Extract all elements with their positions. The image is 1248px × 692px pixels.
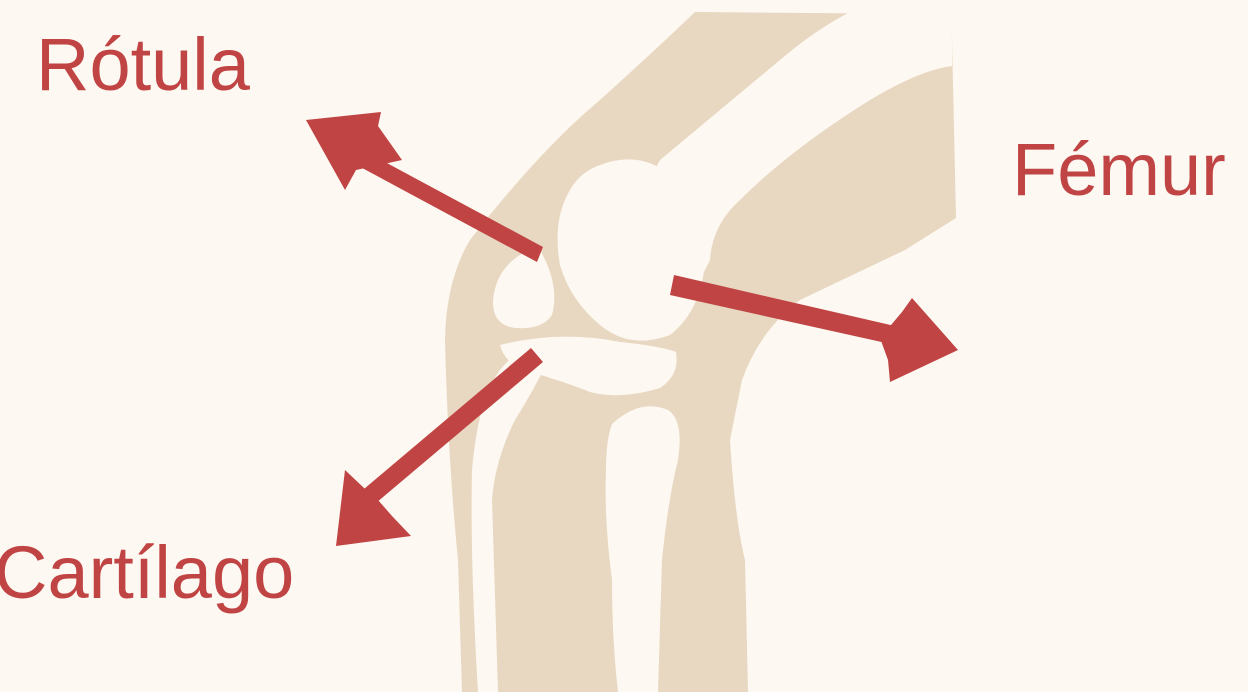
patella-arrow xyxy=(306,112,543,262)
femur-label: Fémur xyxy=(1012,133,1226,207)
cartilage-label: Cartílago xyxy=(0,536,294,610)
patella-label: Rótula xyxy=(36,28,250,102)
